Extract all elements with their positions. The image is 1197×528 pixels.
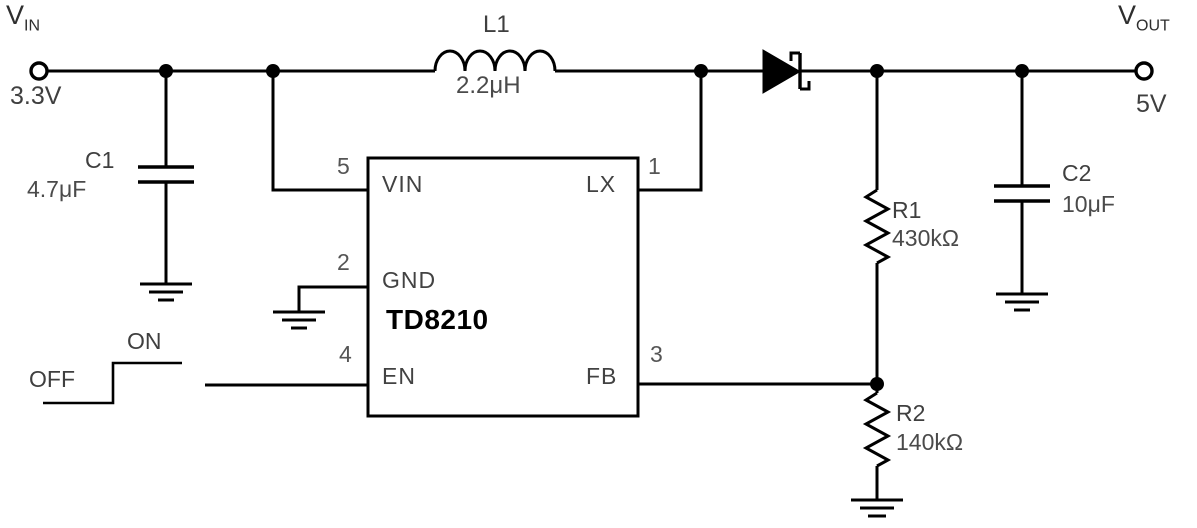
junction-dot (694, 64, 708, 78)
vin-rail-label: VIN (6, 2, 40, 34)
junction-dots (159, 64, 1029, 391)
pin-number-3: 3 (650, 341, 663, 367)
capacitor-c1-symbol (138, 71, 194, 284)
vin-terminal-icon (29, 61, 49, 81)
ic-pin-label-lx: LX (586, 171, 617, 197)
pin-number-2: 2 (337, 249, 350, 275)
c1-value-label: 4.7μF (27, 176, 87, 202)
l1-ref-label: L1 (483, 11, 510, 38)
junction-dot (870, 377, 884, 391)
ic-pin-label-gnd: GND (382, 267, 437, 293)
enable-step-waveform-icon (43, 361, 182, 405)
r2-value-label: 140kΩ (896, 429, 964, 455)
capacitor-c2-symbol (994, 71, 1050, 294)
vout-rail-subscript: OUT (1136, 17, 1170, 35)
pin-number-5: 5 (337, 153, 350, 179)
ic-pin-label-en: EN (382, 363, 416, 389)
ground-symbol-c2 (996, 292, 1048, 312)
lx-pin-wire (638, 71, 703, 192)
r1-value-label: 430kΩ (892, 225, 960, 251)
c2-ref-label: C2 (1062, 160, 1092, 186)
schottky-diode-icon (762, 49, 811, 94)
r1-ref-label: R1 (892, 197, 922, 223)
ic-part-number: TD8210 (386, 304, 489, 335)
vin-voltage-label: 3.3V (10, 82, 62, 110)
ground-symbol-c1 (140, 282, 192, 302)
pin-number-1: 1 (648, 153, 661, 179)
vin-pin-wire (271, 71, 368, 192)
vout-rail-label: VOUT (1118, 2, 1170, 34)
vin-rail-letter: V (6, 0, 25, 30)
vout-terminal-icon (1134, 61, 1154, 81)
inductor-symbol (433, 49, 557, 72)
ground-symbol-r2 (851, 498, 903, 518)
vout-rail-letter: V (1118, 0, 1137, 30)
ic-pin-label-vin: VIN (382, 171, 424, 197)
resistor-r1-symbol (862, 71, 892, 393)
l1-value-label: 2.2μH (456, 72, 521, 99)
ic-body (366, 156, 640, 418)
enable-on-label: ON (127, 328, 162, 354)
ic-pin-label-fb: FB (586, 363, 618, 389)
enable-off-label: OFF (29, 366, 75, 392)
ground-symbol-ic (273, 310, 325, 330)
vin-rail-subscript: IN (24, 17, 41, 35)
resistor-r2-symbol (862, 391, 892, 500)
c2-value-label: 10μF (1062, 191, 1115, 217)
gnd-pin-wire (297, 285, 368, 312)
pin-number-4: 4 (339, 341, 352, 367)
junction-dot (266, 64, 280, 78)
vout-voltage-label: 5V (1136, 90, 1167, 118)
junction-dot (159, 64, 173, 78)
junction-dot (1015, 64, 1029, 78)
r2-ref-label: R2 (896, 400, 926, 426)
junction-dot (870, 64, 884, 78)
c1-ref-label: C1 (85, 147, 115, 173)
